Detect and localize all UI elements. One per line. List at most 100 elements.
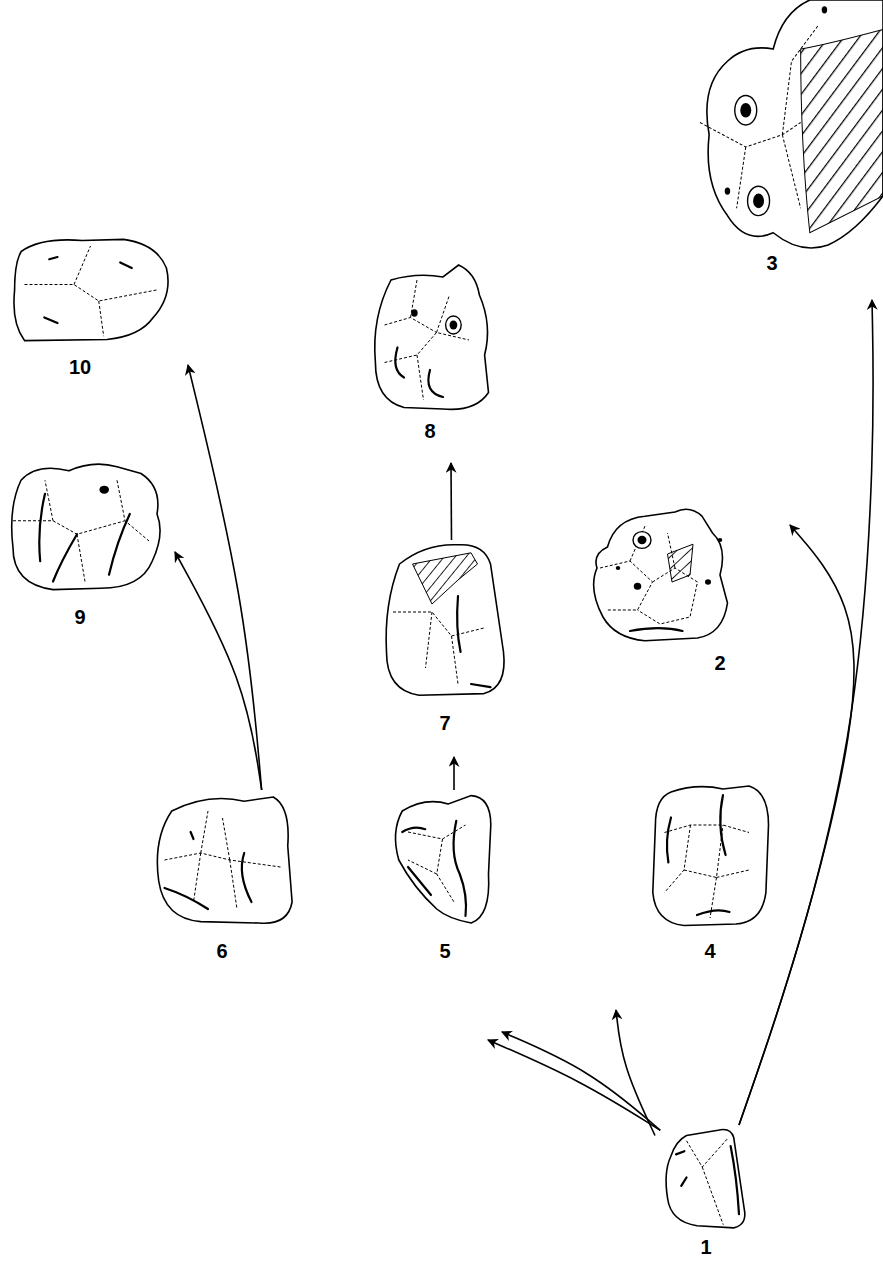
wear-pit — [616, 566, 621, 570]
tooth-node: 1 — [655, 1125, 760, 1230]
callout-number: 2 — [712, 652, 727, 674]
cusp-boundary — [700, 123, 801, 148]
ring-core — [450, 321, 458, 330]
tooth-outline — [700, 0, 883, 245]
dentine-exposure — [446, 316, 462, 334]
cusp-boundary — [385, 318, 437, 333]
cusp-boundary — [668, 533, 676, 568]
groove — [676, 1151, 684, 1154]
groove — [44, 318, 57, 324]
callout-number: 3 — [764, 252, 779, 274]
ring-core — [740, 103, 751, 118]
wear-pit — [411, 309, 418, 317]
cusp-boundary — [13, 521, 125, 535]
callout-number: 7 — [437, 712, 452, 734]
cusp-boundary — [600, 561, 653, 610]
groove — [454, 821, 466, 916]
wear-pit — [725, 187, 730, 194]
crown-outline — [707, 0, 883, 248]
cusp-boundary — [687, 1138, 729, 1167]
groove — [109, 514, 130, 575]
crown-outline — [653, 786, 769, 926]
wear-pit — [99, 486, 109, 494]
derivation-arrow — [739, 300, 873, 1125]
cusp-boundary — [437, 839, 454, 902]
groove — [120, 263, 132, 269]
dentine-exposure — [735, 96, 757, 125]
ring-outline — [735, 96, 757, 125]
groove — [681, 1178, 686, 1186]
callout-number: 5 — [437, 940, 452, 962]
crown-outline — [386, 545, 504, 696]
tooth-node: 4 — [645, 780, 775, 930]
crown-outline — [395, 796, 490, 923]
cusp-boundary — [25, 285, 157, 302]
groove — [697, 910, 730, 915]
tooth-node: 7 — [380, 540, 510, 700]
derivation-arrow — [175, 552, 262, 790]
broken-area — [801, 29, 883, 232]
ring-core — [638, 536, 647, 544]
ring-core — [753, 194, 764, 209]
callout-number: 4 — [702, 940, 717, 962]
callout-number: 10 — [67, 356, 93, 378]
derivation-arrow — [502, 1032, 660, 1130]
dentine-exposure — [633, 532, 651, 549]
cusp-boundary — [737, 147, 746, 208]
groove — [191, 832, 194, 839]
tooth-outline — [150, 790, 295, 930]
cusp-boundary — [782, 25, 819, 135]
tooth-outline — [365, 265, 495, 415]
groove — [720, 795, 725, 855]
crown-outline — [157, 797, 292, 923]
groove — [408, 867, 431, 895]
ring-outline — [446, 316, 462, 334]
wear-pit — [822, 6, 827, 13]
groove — [457, 596, 460, 652]
derivation-arrow — [450, 463, 452, 540]
groove — [402, 828, 425, 832]
tooth-outline — [385, 790, 500, 930]
crown-outline — [594, 509, 728, 640]
cusp-boundary — [452, 636, 459, 684]
groove — [667, 818, 671, 863]
groove — [242, 853, 252, 902]
crown-outline — [12, 464, 160, 589]
cusp-boundary — [99, 301, 104, 336]
crown-outline — [375, 265, 489, 409]
groove — [39, 494, 45, 562]
tooth-outline — [585, 505, 735, 645]
derivation-arrow — [488, 1040, 660, 1130]
groove — [630, 628, 683, 631]
cusp-boundary — [782, 135, 800, 209]
derivation-arrow — [188, 365, 262, 790]
cusp-boundary — [45, 480, 53, 521]
tooth-outline — [8, 235, 173, 345]
tooth-outline — [380, 540, 510, 700]
tooth-node: 10 — [8, 235, 173, 345]
dentine-exposure — [748, 186, 770, 215]
cusp-boundary — [417, 355, 424, 400]
cusp-boundary — [393, 612, 484, 636]
tooth-outline — [645, 780, 775, 930]
tooth-node: 3 — [700, 0, 883, 245]
callout-number: 1 — [698, 1236, 713, 1258]
tooth-node: 2 — [585, 505, 735, 645]
groove — [471, 684, 491, 687]
wear-pit — [718, 538, 723, 542]
cusp-boundary — [638, 568, 698, 624]
cusp-boundary — [194, 853, 201, 902]
tooth-node: 6 — [150, 790, 295, 930]
tooth-outline — [5, 460, 165, 595]
cusp-boundary — [684, 825, 723, 878]
tooth-node: 5 — [385, 790, 500, 930]
tooth-outline — [655, 1125, 760, 1230]
crown-outline — [666, 1130, 745, 1228]
derivation-arrow — [616, 1010, 655, 1136]
groove — [165, 888, 209, 909]
crown-outline — [14, 239, 168, 340]
groove — [53, 534, 77, 581]
cusp-boundary — [702, 1167, 723, 1225]
groove — [395, 348, 404, 378]
